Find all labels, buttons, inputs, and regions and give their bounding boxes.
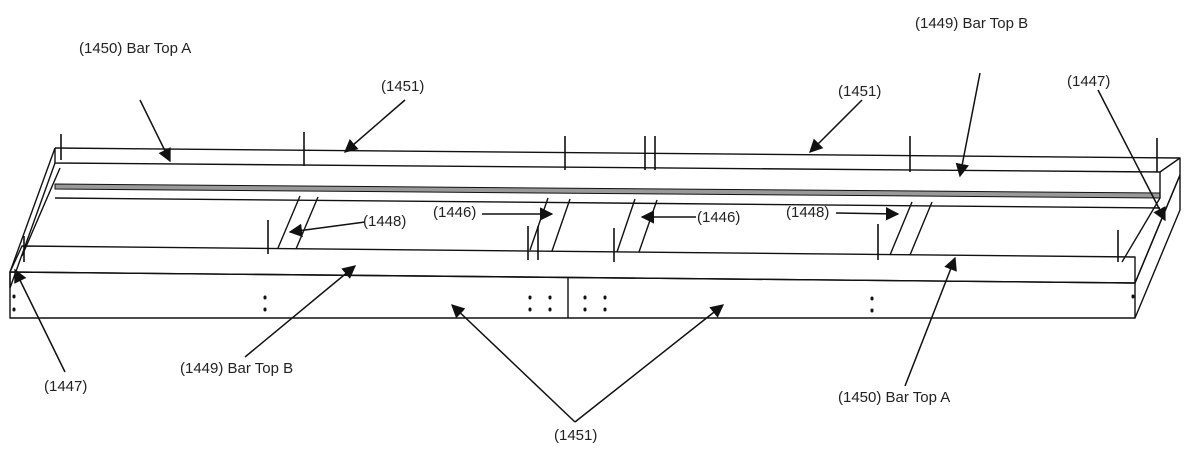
label-1448-right: (1448) xyxy=(786,204,830,221)
bolts xyxy=(23,132,1158,262)
label-bar-top-b-right: (1449) Bar Top B xyxy=(915,15,1029,32)
brace-1446-right xyxy=(616,198,658,253)
label-1451-top-left: (1451) xyxy=(381,78,425,95)
arrow-1447-left xyxy=(14,268,66,373)
holes xyxy=(12,294,1135,313)
arrow-1451-top-right xyxy=(809,99,863,153)
label-1448-left: (1448) xyxy=(363,213,407,230)
callout-arrows xyxy=(14,72,1166,423)
brace-1448-left xyxy=(277,195,319,250)
frame-structure xyxy=(9,132,1181,319)
brace-1446-left xyxy=(529,197,571,252)
label-1447-right: (1447) xyxy=(1067,73,1111,90)
arrow-1448-left xyxy=(288,221,366,238)
center-bar-shade xyxy=(54,183,1161,199)
arrow-bar-top-b-left xyxy=(244,265,357,358)
brace-1448-right xyxy=(889,201,933,256)
label-bar-top-a-left: (1450) Bar Top A xyxy=(79,40,192,57)
arrow-bar-top-a-left xyxy=(139,99,171,163)
arrow-1451-bottom-left xyxy=(451,304,576,423)
arrow-bar-top-a-right xyxy=(904,256,957,387)
label-1447-left: (1447) xyxy=(44,378,88,395)
label-1451-top-right: (1451) xyxy=(838,83,882,100)
frame-back-rail xyxy=(54,148,1181,173)
front-face xyxy=(9,271,1136,319)
frame-right-end xyxy=(1134,174,1181,319)
arrow-1448-right xyxy=(835,207,900,221)
frame-left-inner xyxy=(21,167,61,257)
arrow-1451-top-left xyxy=(343,99,406,153)
arrow-bar-top-b-right xyxy=(955,72,981,178)
label-1446-right: (1446) xyxy=(697,209,741,226)
label-1451-bottom: (1451) xyxy=(554,427,598,444)
inner-rail-line xyxy=(54,197,1161,209)
arrow-1451-bottom-right xyxy=(574,304,725,423)
label-bar-top-a-right: (1450) Bar Top A xyxy=(838,389,951,406)
arrow-1447-right xyxy=(1097,89,1166,222)
label-bar-top-b-left: (1449) Bar Top B xyxy=(180,360,294,377)
frame-right-inner xyxy=(1121,172,1161,263)
frame-left-end xyxy=(9,147,56,289)
label-1446-left: (1446) xyxy=(433,204,477,221)
